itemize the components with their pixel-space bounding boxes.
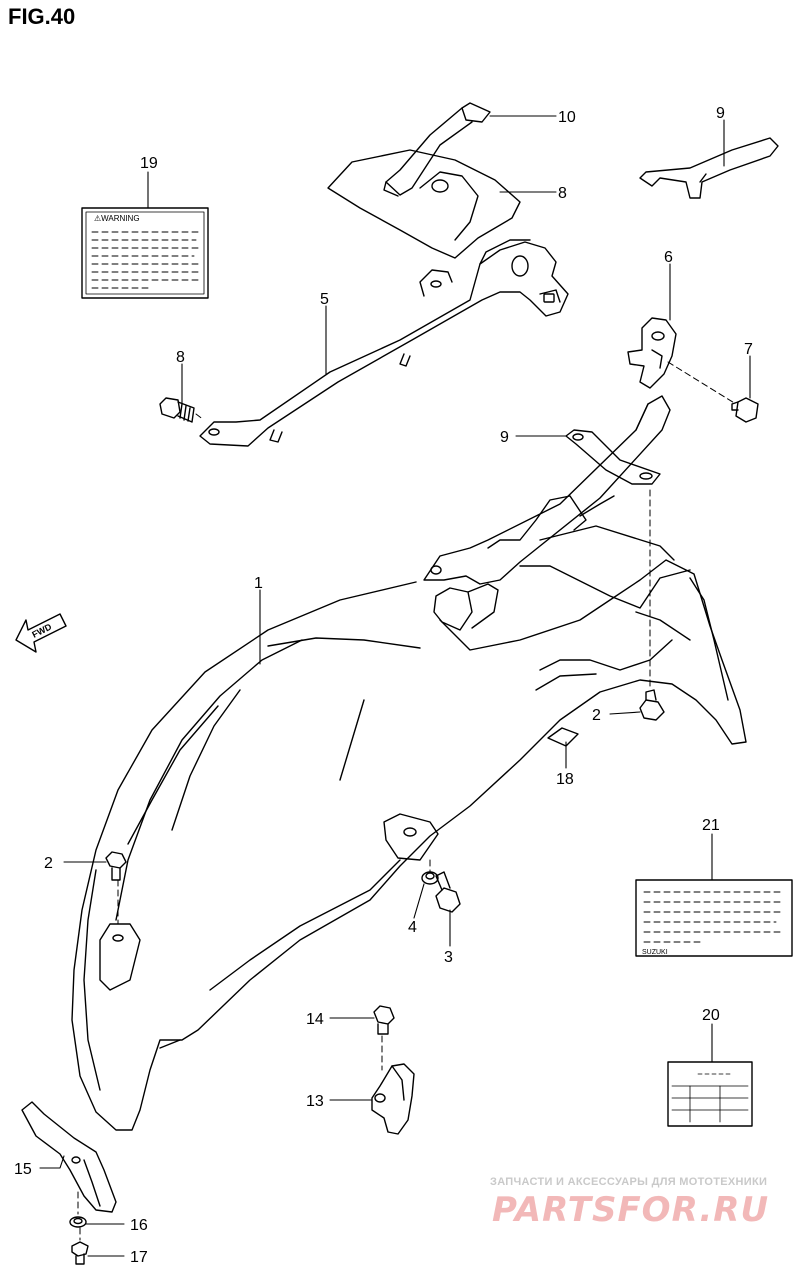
part-16-nut — [69, 1216, 87, 1228]
watermark-logo: PARTSFOR.RU — [492, 1190, 770, 1230]
part-2-bolt-right — [639, 689, 665, 721]
part-21-label: SUZUKI — [635, 879, 793, 957]
callout-21: 21 — [702, 817, 720, 834]
suzuki-label-text: SUZUKI — [642, 949, 668, 956]
callout-19: 19 — [140, 155, 158, 172]
callout-2-right: 2 — [592, 707, 601, 724]
callouts: 19 10 8 9 6 7 5 8 9 1 2 2 18 21 4 3 20 1… — [14, 105, 753, 1266]
part-7-bolt — [731, 397, 759, 423]
callout-8: 8 — [176, 349, 185, 366]
part-12-strap — [383, 102, 491, 197]
callout-2-left: 2 — [44, 855, 53, 872]
callout-4: 4 — [408, 919, 417, 936]
fwd-arrow-text: FWD — [30, 621, 53, 639]
part-19-warning-label: ⚠WARNING — [81, 207, 209, 299]
watermark-subtitle: ЗАПЧАСТИ И АКСЕССУАРЫ ДЛЯ МОТОТЕХНИКИ — [490, 1176, 768, 1188]
callout-11: 9 — [716, 105, 725, 122]
callout-10: 8 — [558, 185, 567, 202]
callout-16: 16 — [130, 1217, 148, 1234]
callout-20: 20 — [702, 1007, 720, 1024]
part-6-bracket — [627, 317, 677, 389]
callout-5: 5 — [320, 291, 329, 308]
warning-label-text: ⚠WARNING — [94, 214, 140, 223]
part-4-washer — [421, 871, 439, 885]
callout-9: 9 — [500, 429, 509, 446]
part-8-bolt — [159, 397, 195, 423]
callout-14: 14 — [306, 1011, 324, 1028]
part-20-label — [667, 1061, 753, 1127]
part-1-rear-fender — [71, 559, 747, 1131]
callout-18: 18 — [556, 771, 574, 788]
part-14-bolt — [373, 1005, 395, 1035]
alignment-lines — [77, 361, 737, 1241]
leader-lines — [39, 115, 751, 1257]
part-9-plate — [565, 429, 661, 485]
part-3-bolt — [435, 871, 461, 913]
callout-7: 7 — [744, 341, 753, 358]
callout-17: 17 — [130, 1249, 148, 1266]
part-17-screw — [71, 1241, 89, 1265]
callout-13: 13 — [306, 1093, 324, 1110]
part-5-bracket — [199, 239, 569, 447]
figure-title: FIG.40 — [8, 4, 76, 29]
callout-3: 3 — [444, 949, 453, 966]
callout-6: 6 — [664, 249, 673, 266]
part-11-tool — [639, 137, 779, 199]
part-10-tail-cover — [327, 149, 521, 259]
fender-support-frame — [423, 395, 691, 631]
part-18-pad — [547, 727, 579, 747]
part-15-bracket — [21, 1101, 117, 1213]
fwd-arrow-icon: FWD — [15, 613, 67, 653]
part-2-bolt-left — [105, 851, 127, 881]
part-13-clamp — [371, 1063, 415, 1135]
callout-15: 15 — [14, 1161, 32, 1178]
callout-1: 1 — [254, 575, 263, 592]
callout-12: 10 — [558, 109, 576, 126]
